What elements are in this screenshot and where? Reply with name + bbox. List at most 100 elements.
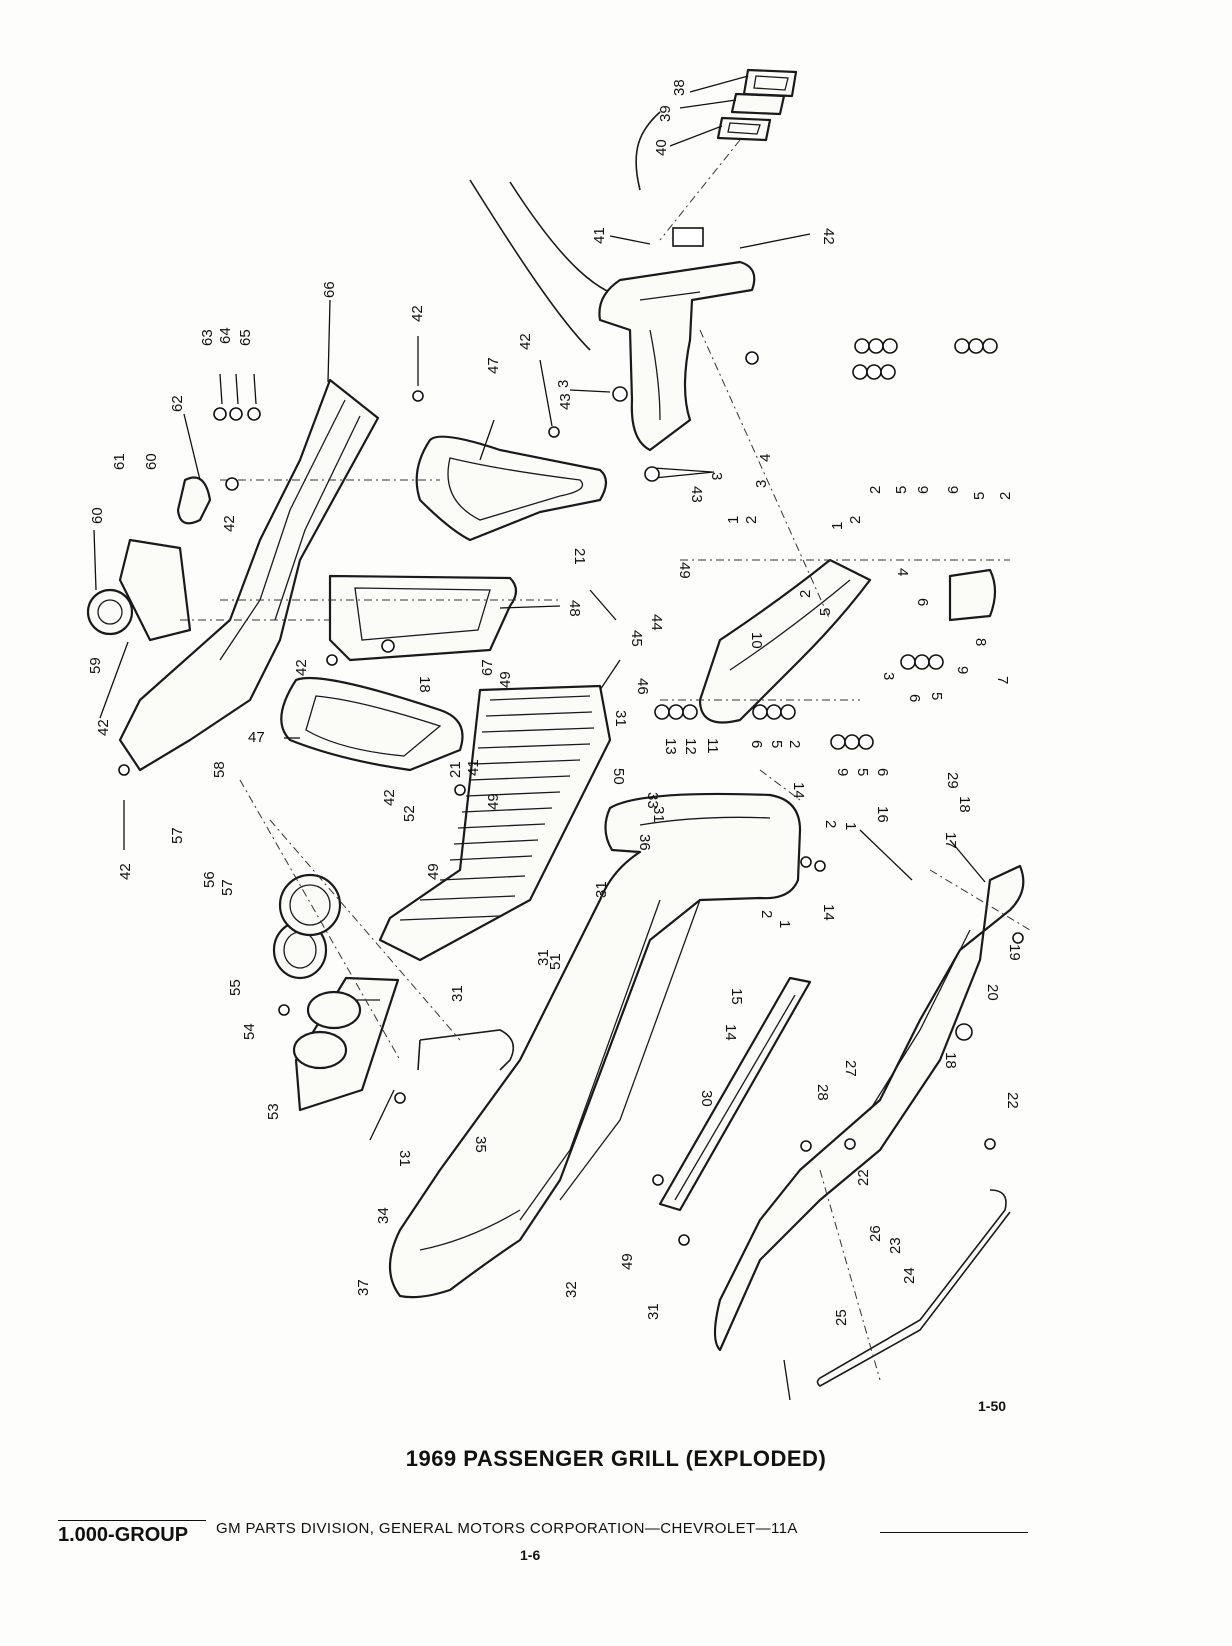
callout-3-c: 3 xyxy=(753,480,770,488)
callout-35: 35 xyxy=(472,1136,489,1153)
callout-25: 25 xyxy=(833,1309,850,1326)
callout-52: 52 xyxy=(401,805,418,822)
callout-63: 63 xyxy=(199,329,216,346)
fasteners xyxy=(118,338,1024,1246)
callout-33: 33 xyxy=(644,792,661,809)
callout-6-c: 6 xyxy=(914,598,931,606)
callout-6-a: 6 xyxy=(915,486,932,494)
callout-6-b: 6 xyxy=(945,486,962,494)
grille-center-bar xyxy=(389,792,802,1299)
callout-11: 11 xyxy=(704,738,721,754)
callout-2-h: 2 xyxy=(758,910,775,918)
callout-18-a: 18 xyxy=(956,796,973,813)
callout-31-g: 31 xyxy=(645,1303,662,1320)
callout-6-d: 6 xyxy=(906,694,923,702)
callout-labels: 38 39 40 41 42 3 43 42 42 47 3 43 21 49 … xyxy=(87,79,1023,1326)
callout-51: 51 xyxy=(547,953,564,970)
callout-64: 64 xyxy=(217,327,234,344)
bumper-bracket-right xyxy=(698,558,997,724)
callout-21-b: 21 xyxy=(447,761,464,778)
callout-8: 8 xyxy=(972,638,989,646)
callout-2-b: 2 xyxy=(847,516,864,524)
callout-56: 56 xyxy=(201,871,218,888)
callout-12: 12 xyxy=(682,738,699,755)
callout-6-f: 6 xyxy=(874,768,891,776)
callout-67: 67 xyxy=(479,659,496,676)
callout-42-d: 42 xyxy=(381,789,398,806)
callout-7: 7 xyxy=(994,676,1011,684)
callout-5-d: 5 xyxy=(928,692,945,700)
callout-2-c: 2 xyxy=(867,486,884,494)
callout-58: 58 xyxy=(211,761,228,778)
callout-9-a: 9 xyxy=(954,666,971,674)
callout-13: 13 xyxy=(662,738,679,755)
callout-1-b: 1 xyxy=(829,522,846,530)
callout-61: 61 xyxy=(111,453,128,470)
figure-caption: 1969 PASSENGER GRILL (EXPLODED) xyxy=(405,1446,827,1471)
callout-31-b: 31 xyxy=(650,806,667,823)
callout-31-f: 31 xyxy=(396,1150,413,1167)
callout-50: 50 xyxy=(610,768,627,785)
callout-2-a: 2 xyxy=(743,516,760,524)
callout-45: 45 xyxy=(628,630,645,647)
callout-2-f: 2 xyxy=(786,740,803,748)
footer-rule-right xyxy=(880,1532,1028,1533)
grille-panel-right xyxy=(713,864,1025,1352)
callout-4-a: 4 xyxy=(757,454,774,462)
callout-53: 53 xyxy=(265,1103,282,1120)
callout-1-d: 1 xyxy=(776,920,793,928)
callout-22-a: 22 xyxy=(1004,1092,1021,1109)
callout-38: 38 xyxy=(671,79,688,96)
callout-2-d: 2 xyxy=(997,492,1014,500)
callout-60-b: 60 xyxy=(89,507,106,524)
grille-bars xyxy=(399,695,595,921)
callout-34: 34 xyxy=(375,1207,392,1224)
callout-46: 46 xyxy=(634,678,651,695)
callout-42-e: 42 xyxy=(293,659,310,676)
callout-2-e: 2 xyxy=(797,590,814,598)
callout-57-b: 57 xyxy=(219,879,236,896)
callout-10: 10 xyxy=(748,632,765,649)
callout-48: 48 xyxy=(566,600,583,617)
fill-panel-left xyxy=(280,676,464,772)
callout-19: 19 xyxy=(1006,944,1023,961)
callout-54: 54 xyxy=(241,1023,258,1040)
callout-41: 41 xyxy=(591,227,608,244)
callout-5-f: 5 xyxy=(854,768,871,776)
callout-21-a: 21 xyxy=(571,548,588,565)
alignment-lines xyxy=(180,139,1031,1381)
callout-23: 23 xyxy=(887,1237,904,1254)
callout-47-b: 47 xyxy=(248,729,265,746)
callout-49-b: 49 xyxy=(497,671,514,688)
callout-30: 30 xyxy=(698,1090,715,1107)
callout-49-e: 49 xyxy=(619,1253,636,1270)
callout-59: 59 xyxy=(87,657,104,674)
callout-43-a: 43 xyxy=(557,393,574,410)
callout-14-b: 14 xyxy=(820,904,837,921)
callout-32: 32 xyxy=(563,1281,580,1298)
callout-57-a: 57 xyxy=(169,827,186,844)
callout-18-c: 18 xyxy=(416,676,433,693)
callout-17: 17 xyxy=(942,832,959,849)
filler-panel-plate xyxy=(672,227,704,247)
callout-31-e: 31 xyxy=(449,985,466,1002)
callout-41-b: 41 xyxy=(465,759,482,776)
leader-lines xyxy=(93,75,986,1401)
callout-5-c: 5 xyxy=(817,608,834,616)
callout-49-c: 49 xyxy=(425,863,442,880)
callout-31-c: 31 xyxy=(593,881,610,898)
callout-60-a: 60 xyxy=(143,453,160,470)
callout-6-e: 6 xyxy=(748,740,765,748)
callout-49-d: 49 xyxy=(485,793,502,810)
callout-27: 27 xyxy=(842,1060,859,1077)
fill-panel-upper xyxy=(415,435,608,542)
callout-42-b: 42 xyxy=(517,333,534,350)
callout-39: 39 xyxy=(657,105,674,122)
gasket-stack xyxy=(716,68,798,142)
figure-number: 1-50 xyxy=(978,1398,1007,1414)
callout-5-e: 5 xyxy=(768,740,785,748)
footer-group-label: 1.000-GROUP xyxy=(58,1524,189,1546)
callout-14-a: 14 xyxy=(790,782,807,799)
lamp-bracket xyxy=(417,1029,515,1071)
callout-55: 55 xyxy=(227,979,244,996)
